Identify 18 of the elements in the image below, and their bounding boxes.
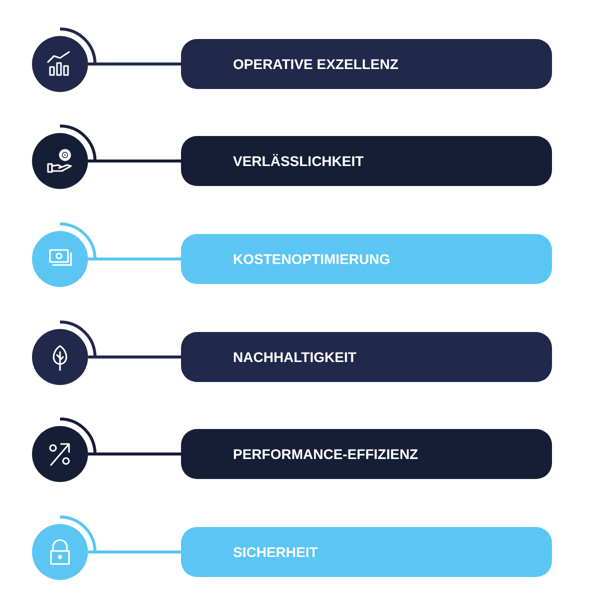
connector-line [88,160,181,162]
connector-line [88,550,181,554]
label-pill [181,39,552,89]
connector-line [88,258,181,260]
pill-label: PERFORMANCE-EFFIZIENZ [233,446,418,462]
pill-label: KOSTENOPTIMIERUNG [233,251,390,267]
label-pill [181,527,552,577]
pill-label: SICHERHEIT [233,544,318,560]
connector-line [88,452,181,456]
pill-label: NACHHALTIGKEIT [233,349,356,365]
label-pill [181,234,552,284]
connector-line [88,356,181,358]
connector-line [88,62,181,66]
label-pill [181,136,552,186]
label-pill [181,332,552,382]
label-pill [181,429,552,479]
pill-label: VERLÄSSLICHKEIT [233,153,364,169]
pill-label: OPERATIVE EXZELLENZ [233,56,398,72]
